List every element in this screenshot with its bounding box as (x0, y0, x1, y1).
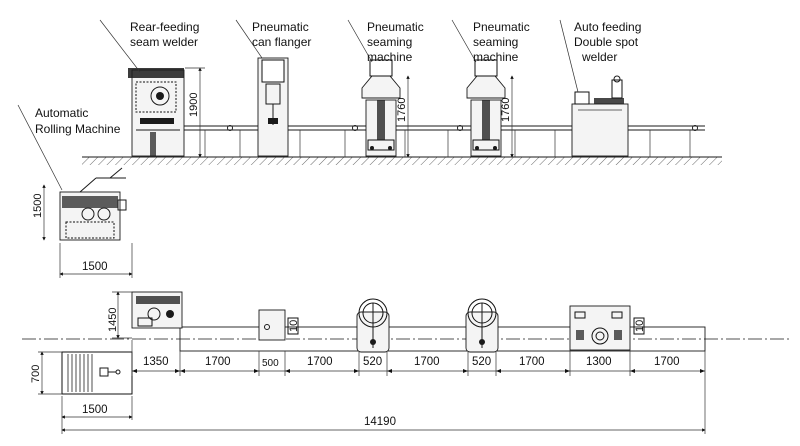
segment-1350: 1350 (143, 356, 169, 368)
seamer-2-plan (465, 298, 499, 353)
flanger-side-label: 10 (288, 320, 300, 332)
conveyor-plan (179, 326, 706, 352)
label-rolling-machine: Automatic Rolling Machine (35, 106, 121, 136)
spot-welder-side-label: 10 (634, 320, 646, 332)
can-flanger-elevation (257, 57, 289, 157)
seamer-2-height-dim: 1760 (500, 75, 514, 158)
seamer-1-height-dim: 1760 (396, 75, 410, 158)
segment-1700-a: 1700 (205, 356, 231, 368)
label-seaming-machine-2: Pneumatic seaming machine (473, 20, 533, 64)
seamer-1-plan (356, 298, 390, 353)
seamer-1-height-label: 1760 (396, 98, 408, 122)
seamer-2-height-label: 1760 (500, 98, 512, 122)
elevation-view: 1900 1760 (17, 19, 722, 191)
segment-1700-c: 1700 (414, 356, 440, 368)
label-auto-spot-welder: Auto feeding Double spot welder (574, 20, 645, 64)
segment-1700-b: 1700 (307, 356, 333, 368)
label-seaming-machine-1: Pneumatic seaming machine (367, 20, 427, 64)
rolling-width-label: 1500 (82, 261, 108, 273)
rolling-height-label: 1500 (32, 194, 44, 218)
spot-welder-elevation (571, 75, 629, 157)
seamer-1-elevation (361, 59, 401, 157)
seam-welder-elevation (128, 68, 185, 157)
feed-table-plan: 700 1500 (30, 351, 133, 420)
total-length-label: 14190 (364, 416, 396, 428)
rolling-machine-side: 1500 1500 (32, 167, 133, 278)
seamer-2-elevation (466, 59, 506, 157)
segment-1700-e: 1700 (654, 356, 680, 368)
seam-welder-plan: 1450 (107, 291, 183, 339)
can-flanger-plan: 10 (258, 309, 300, 341)
total-dimension: 14190 (61, 376, 706, 434)
callout-leaders (17, 19, 579, 191)
segment-500: 500 (262, 358, 279, 369)
feed-table-width-label: 1500 (82, 404, 108, 416)
segment-1300: 1300 (586, 356, 612, 368)
welder-height-label: 1900 (188, 93, 200, 117)
label-rear-feeding-welder: Rear-feeding seam welder (130, 20, 203, 49)
segment-520-a: 520 (363, 356, 382, 368)
welder-height-dim: 1900 (185, 67, 205, 158)
segment-dimensions: 1350 1700 500 1700 520 1700 520 1700 130… (131, 340, 706, 376)
plan-view: 700 1500 1450 10 (22, 291, 790, 434)
welder-depth-label: 1450 (107, 308, 119, 332)
segment-1700-d: 1700 (519, 356, 545, 368)
feed-table-depth-label: 700 (30, 365, 42, 383)
label-can-flanger: Pneumatic can flanger (252, 20, 312, 49)
spot-welder-plan: 10 (569, 305, 646, 351)
floor-hatch (82, 157, 722, 165)
segment-520-b: 520 (472, 356, 491, 368)
